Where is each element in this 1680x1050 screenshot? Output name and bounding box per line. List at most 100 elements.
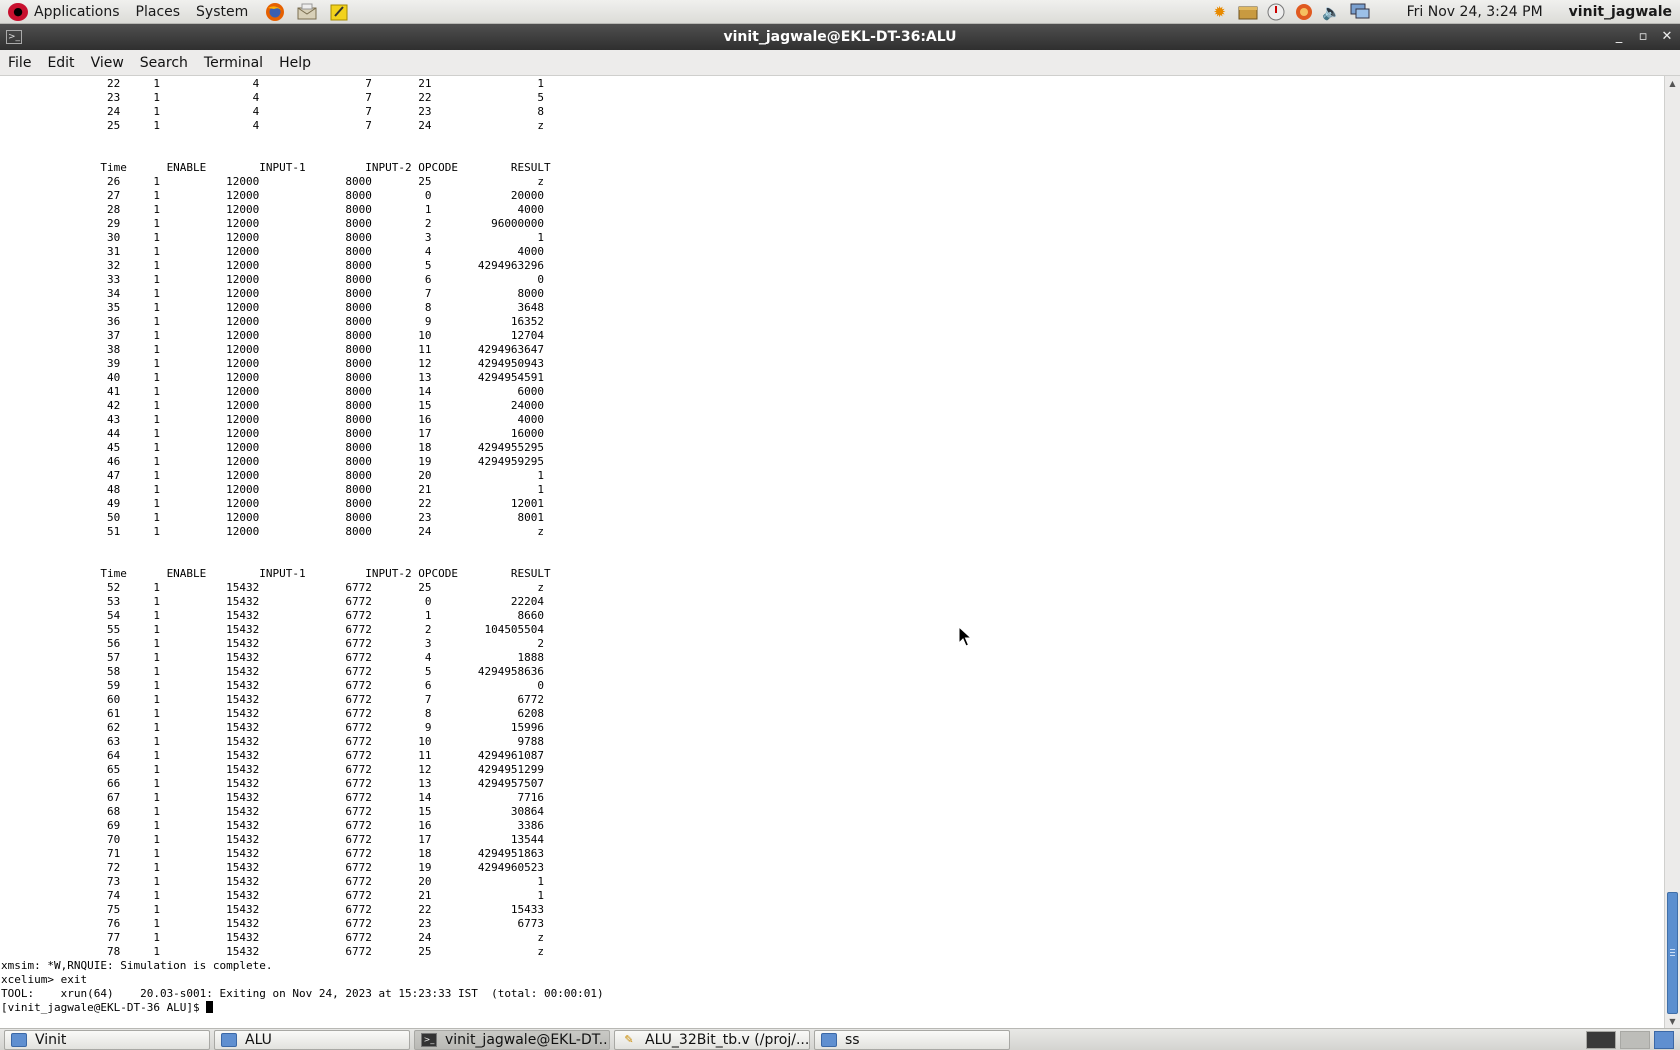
table-row: 37 1 12000 8000 10 12704 bbox=[1, 329, 545, 342]
display-icon[interactable] bbox=[1349, 2, 1371, 22]
table-row: 38 1 12000 8000 11 4294963647 bbox=[1, 343, 545, 356]
user-name[interactable]: vinit_jagwale bbox=[1568, 3, 1672, 20]
package-manager-icon[interactable] bbox=[1237, 2, 1259, 22]
table-row: 35 1 12000 8000 8 3648 bbox=[1, 301, 545, 314]
table-row: 26 1 12000 8000 25 z bbox=[1, 175, 545, 188]
table-row: 57 1 15432 6772 4 1888 bbox=[1, 651, 545, 664]
scrollbar-thumb[interactable] bbox=[1667, 892, 1678, 1014]
log-line: TOOL: xrun(64) 20.03-s001: Exiting on No… bbox=[1, 987, 604, 1000]
terminal-icon: >_ bbox=[421, 1032, 437, 1047]
blank-line bbox=[1, 133, 1664, 147]
menu-terminal[interactable]: Terminal bbox=[203, 54, 264, 71]
window-titlebar[interactable]: >_ vinit_jagwale@EKL-DT-36:ALU _ ▫ ✕ bbox=[0, 24, 1680, 50]
menu-file[interactable]: File bbox=[8, 54, 32, 71]
window-controls: _ ▫ ✕ bbox=[1612, 27, 1674, 45]
table-row: 39 1 12000 8000 12 4294950943 bbox=[1, 357, 545, 370]
top-panel: ● Applications Places System ✹ bbox=[0, 0, 1680, 24]
taskbar-item-terminal[interactable]: >_ vinit_jagwale@EKL-DT... bbox=[414, 1029, 610, 1050]
terminal-text: 22 1 4 7 21 1 23 1 4 7 22 5 24 1 4 bbox=[0, 76, 1664, 1015]
table-row: 69 1 15432 6772 16 3386 bbox=[1, 819, 545, 832]
notes-launcher-icon[interactable] bbox=[328, 2, 350, 22]
maximize-icon[interactable]: ▫ bbox=[1638, 28, 1648, 44]
text-editor-icon: ✎ bbox=[624, 1033, 634, 1046]
system-tray: ✹ 🔈 bbox=[1209, 2, 1371, 22]
volume-icon[interactable]: 🔈 bbox=[1322, 2, 1341, 21]
menu-view[interactable]: View bbox=[90, 54, 124, 71]
folder-icon bbox=[821, 1032, 837, 1047]
taskbar-item-ss[interactable]: ss bbox=[814, 1029, 1010, 1050]
log-line: xmsim: *W,RNQUIE: Simulation is complete… bbox=[1, 959, 273, 972]
taskbar-item-label: Vinit bbox=[35, 1031, 67, 1048]
table-row: 58 1 15432 6772 5 4294958636 bbox=[1, 665, 545, 678]
taskbar-item-vinit[interactable]: Vinit bbox=[4, 1029, 210, 1050]
menu-search[interactable]: Search bbox=[139, 54, 188, 71]
taskbar-item-label: vinit_jagwale@EKL-DT... bbox=[445, 1031, 610, 1048]
system-menu-label: System bbox=[196, 3, 249, 20]
table-row: 78 1 15432 6772 25 z bbox=[1, 945, 545, 958]
close-icon[interactable]: ✕ bbox=[1661, 28, 1673, 44]
table-row: 66 1 15432 6772 13 4294957507 bbox=[1, 777, 545, 790]
redhat-logo-icon: ● bbox=[8, 2, 28, 21]
table-row: 30 1 12000 8000 3 1 bbox=[1, 231, 545, 244]
table-row: 60 1 15432 6772 7 6772 bbox=[1, 693, 545, 706]
workspace-2[interactable] bbox=[1620, 1030, 1650, 1049]
window-terminal-icon[interactable]: >_ bbox=[6, 30, 22, 44]
update-notifier-icon[interactable]: ✹ bbox=[1213, 2, 1226, 21]
table-row: 61 1 15432 6772 8 6208 bbox=[1, 707, 545, 720]
folder-icon bbox=[221, 1032, 237, 1047]
scroll-up-icon[interactable]: ▲ bbox=[1669, 78, 1676, 88]
table-row: 65 1 15432 6772 12 4294951299 bbox=[1, 763, 545, 776]
workspace-switcher bbox=[1586, 1030, 1674, 1049]
table-row: 68 1 15432 6772 15 30864 bbox=[1, 805, 545, 818]
taskbar-item-label: ALU_32Bit_tb.v (/proj/... bbox=[645, 1031, 810, 1048]
menu-help[interactable]: Help bbox=[279, 54, 311, 71]
shell-prompt[interactable]: [vinit_jagwale@EKL-DT-36 ALU]$ bbox=[1, 1001, 1664, 1015]
table-row: 59 1 15432 6772 6 0 bbox=[1, 679, 545, 692]
scroll-down-icon[interactable]: ▼ bbox=[1669, 1016, 1676, 1026]
network-status-icon[interactable] bbox=[1265, 2, 1287, 22]
firefox-launcher-icon[interactable] bbox=[264, 2, 286, 22]
menu-edit[interactable]: Edit bbox=[47, 54, 75, 71]
table-row: 22 1 4 7 21 1 bbox=[1, 77, 545, 90]
blank-line bbox=[1, 553, 1664, 567]
folder-icon bbox=[11, 1032, 27, 1047]
table-row: 51 1 12000 8000 24 z bbox=[1, 525, 545, 538]
table-row: 75 1 15432 6772 22 15433 bbox=[1, 903, 545, 916]
table-row: 31 1 12000 8000 4 4000 bbox=[1, 245, 545, 258]
minimize-icon[interactable]: _ bbox=[1615, 28, 1623, 44]
table-row: 41 1 12000 8000 14 6000 bbox=[1, 385, 545, 398]
table-row: 36 1 12000 8000 9 16352 bbox=[1, 315, 545, 328]
system-menu[interactable]: System bbox=[188, 0, 256, 24]
table-row: 76 1 15432 6772 23 6773 bbox=[1, 917, 545, 930]
terminal-output[interactable]: 22 1 4 7 21 1 23 1 4 7 22 5 24 1 4 bbox=[0, 76, 1664, 1028]
table-row: 70 1 15432 6772 17 13544 bbox=[1, 833, 545, 846]
table-row: 50 1 12000 8000 23 8001 bbox=[1, 511, 545, 524]
table-row: 25 1 4 7 24 z bbox=[1, 119, 545, 132]
table-row: 56 1 15432 6772 3 2 bbox=[1, 637, 545, 650]
weather-applet-icon[interactable] bbox=[1293, 2, 1315, 22]
table-row: 45 1 12000 8000 18 4294955295 bbox=[1, 441, 545, 454]
panel-launchers bbox=[264, 2, 350, 22]
clock[interactable]: Fri Nov 24, 3:24 PM bbox=[1406, 3, 1543, 20]
places-menu[interactable]: Places bbox=[128, 0, 189, 24]
table-row: 29 1 12000 8000 2 96000000 bbox=[1, 217, 545, 230]
taskbar-item-alu[interactable]: ALU bbox=[214, 1029, 410, 1050]
taskbar-item-label: ss bbox=[845, 1031, 860, 1048]
applications-menu[interactable]: ● Applications bbox=[0, 0, 128, 24]
show-desktop-icon[interactable] bbox=[1654, 1030, 1674, 1049]
table-row: 42 1 12000 8000 15 24000 bbox=[1, 399, 545, 412]
workspace-1[interactable] bbox=[1586, 1030, 1616, 1049]
vertical-scrollbar[interactable]: ▲ ▼ bbox=[1664, 76, 1680, 1028]
table-row: 74 1 15432 6772 21 1 bbox=[1, 889, 545, 902]
table-row: 34 1 12000 8000 7 8000 bbox=[1, 287, 545, 300]
places-menu-label: Places bbox=[135, 3, 181, 20]
mail-launcher-icon[interactable] bbox=[296, 2, 318, 22]
window-title: vinit_jagwale@EKL-DT-36:ALU bbox=[723, 29, 957, 45]
table-row: 53 1 15432 6772 0 22204 bbox=[1, 595, 545, 608]
log-line: xcelium> exit bbox=[1, 973, 88, 986]
taskbar-item-editor[interactable]: ✎ ALU_32Bit_tb.v (/proj/... bbox=[614, 1029, 810, 1050]
table-row: 52 1 15432 6772 25 z bbox=[1, 581, 545, 594]
table-row: 55 1 15432 6772 2 104505504 bbox=[1, 623, 545, 636]
mouse-pointer-icon bbox=[958, 626, 972, 647]
table-row: 67 1 15432 6772 14 7716 bbox=[1, 791, 545, 804]
